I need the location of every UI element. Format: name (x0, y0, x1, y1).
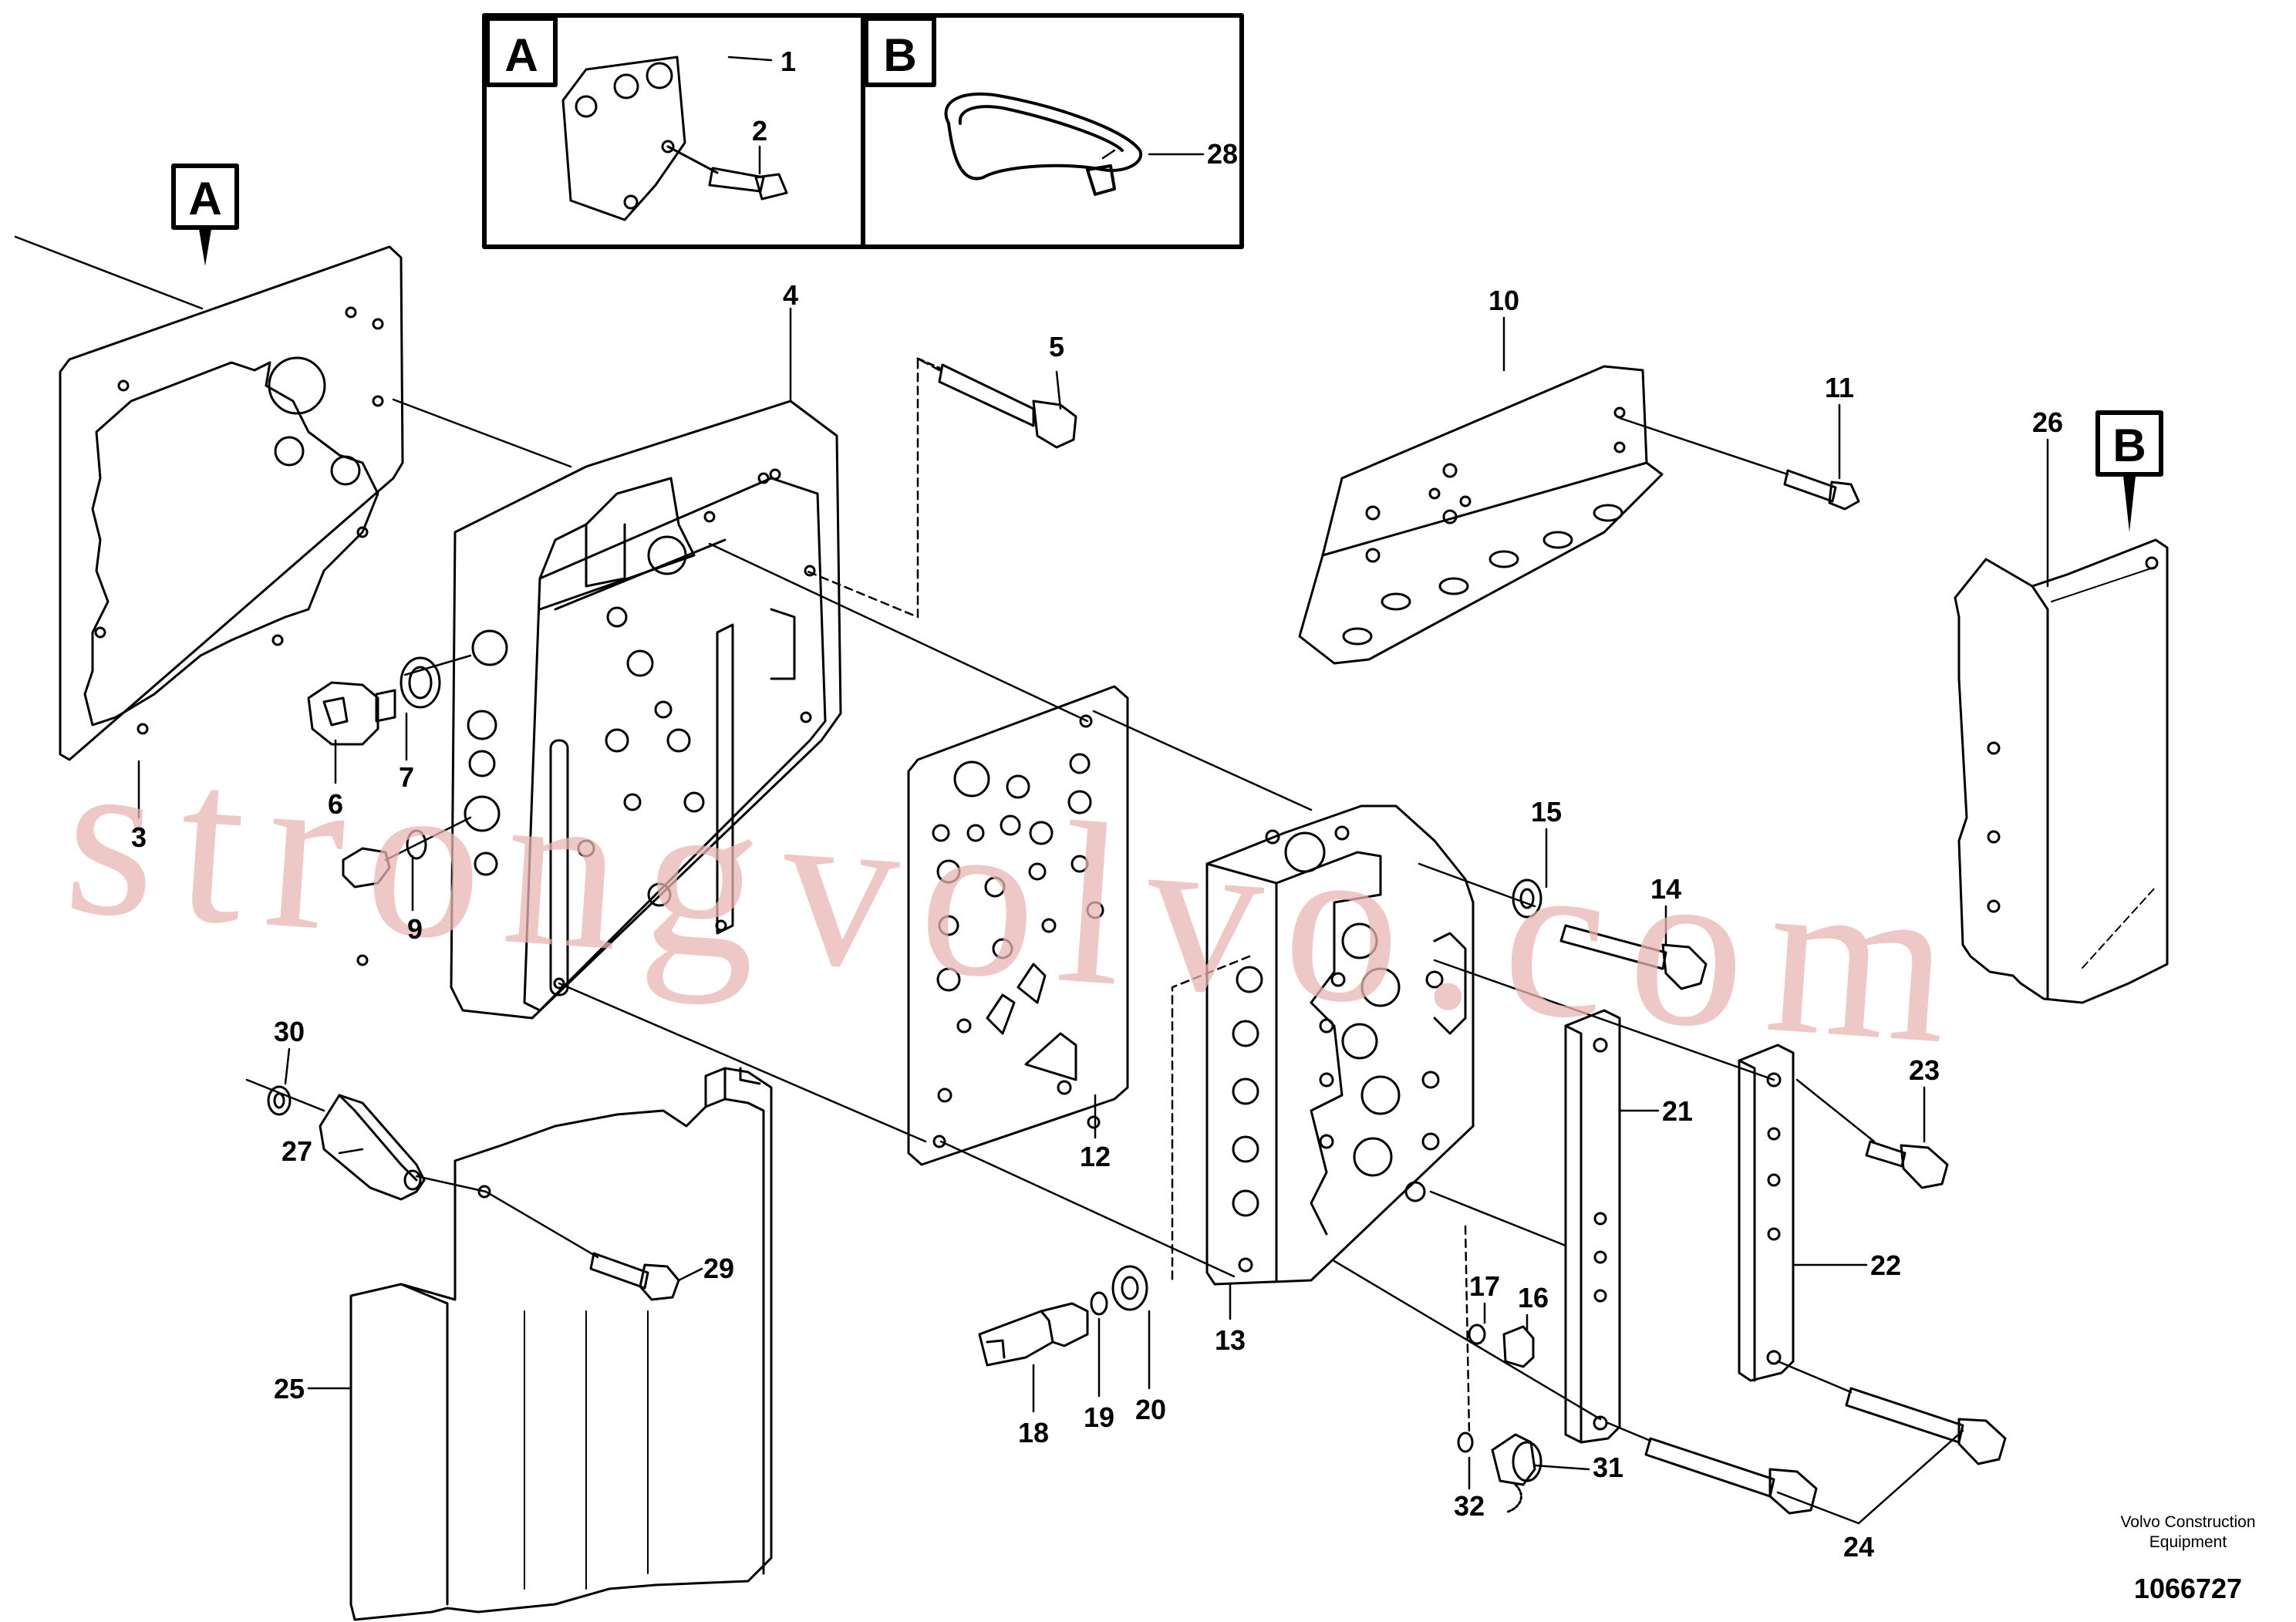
part-21-plate (1564, 1009, 1621, 1444)
label-part-32: 32 (1454, 1490, 1485, 1522)
part-6-plug (307, 681, 396, 746)
label-part-26: 26 (2032, 406, 2063, 438)
label-part-2: 2 (752, 115, 767, 147)
label-part-18: 18 (1018, 1417, 1049, 1448)
label-part-23: 23 (1909, 1054, 1940, 1086)
label-part-3: 3 (131, 821, 147, 853)
part-32-o-ring (1457, 1431, 1474, 1453)
label-part-4: 4 (783, 279, 798, 311)
label-part-27: 27 (282, 1135, 312, 1167)
inset-label-a: A (504, 29, 538, 81)
callout-marker-b (2095, 410, 2163, 532)
label-part-12: 12 (1080, 1141, 1111, 1172)
drawing-reference-number: 1066727 (2133, 1573, 2243, 1604)
callout-marker-a (171, 164, 239, 266)
part-28-wire-clip (944, 93, 1143, 196)
callout-label-b: B (2112, 420, 2146, 471)
part-14-bolt (1559, 924, 1708, 990)
callout-label-a: A (188, 173, 221, 224)
part-10-bracket (1298, 365, 1664, 665)
label-part-6: 6 (328, 788, 343, 820)
inset-frame (482, 13, 1244, 249)
label-part-9: 9 (407, 913, 423, 945)
label-part-17: 17 (1469, 1270, 1500, 1302)
part-29-bolt (589, 1252, 680, 1301)
label-part-5: 5 (1049, 331, 1064, 363)
part-1-small-plate (561, 56, 686, 221)
part-24-bolt-upper (1845, 1387, 2007, 1465)
part-7-washer (400, 656, 441, 709)
label-part-29: 29 (703, 1253, 734, 1284)
part-number-labels: 1 2 3 4 5 6 7 9 10 11 12 13 14 15 16 17 … (131, 46, 2063, 1563)
label-part-30: 30 (274, 1016, 305, 1047)
part-20-washer (1111, 1265, 1148, 1311)
part-5-bolt (916, 357, 1077, 449)
part-18-sensor (978, 1302, 1089, 1367)
label-part-1: 1 (781, 46, 796, 77)
label-part-15: 15 (1531, 796, 1562, 828)
part-22-plate (1738, 1044, 1795, 1382)
label-part-24: 24 (1843, 1531, 1874, 1563)
watermark: strongvolvo.com (58, 705, 1980, 1094)
part-9-small-plug (342, 829, 427, 966)
label-part-25: 25 (274, 1373, 305, 1404)
part-13-valve-block (1205, 804, 1475, 1286)
label-part-16: 16 (1518, 1282, 1549, 1313)
label-part-28: 28 (1207, 138, 1238, 170)
part-23-bolt (1865, 1140, 1949, 1189)
part-4-valve-body (450, 400, 842, 1020)
part-19-o-ring (1090, 1291, 1108, 1316)
part-3-gasket (59, 245, 404, 761)
part-26-panel (1954, 538, 2169, 1004)
part-24-bolt-lower (1644, 1437, 1818, 1515)
part-27-clamp (319, 1094, 426, 1201)
part-12-separator-plate (907, 685, 1129, 1166)
label-part-13: 13 (1215, 1324, 1246, 1356)
label-part-19: 19 (1084, 1401, 1114, 1433)
label-part-21: 21 (1662, 1095, 1693, 1127)
leader-lines (14, 56, 2049, 1525)
label-part-11: 11 (1825, 372, 1854, 403)
part-31-test-coupling (1491, 1433, 1542, 1513)
label-part-20: 20 (1135, 1394, 1166, 1425)
part-30-washer (267, 1085, 292, 1116)
part-11-screw (1783, 469, 1860, 511)
label-part-14: 14 (1650, 873, 1681, 905)
part-2-small-screw (666, 145, 788, 201)
part-17-o-ring (1468, 1324, 1486, 1345)
label-part-10: 10 (1489, 285, 1519, 316)
inset-label-b: B (883, 29, 916, 81)
part-25-cover (349, 1067, 773, 1621)
company-name: Volvo Construction Equipment (2120, 1513, 2256, 1551)
label-part-31: 31 (1593, 1452, 1623, 1483)
label-part-22: 22 (1870, 1249, 1901, 1281)
label-part-7: 7 (399, 761, 414, 793)
part-16-plug (1502, 1325, 1535, 1368)
